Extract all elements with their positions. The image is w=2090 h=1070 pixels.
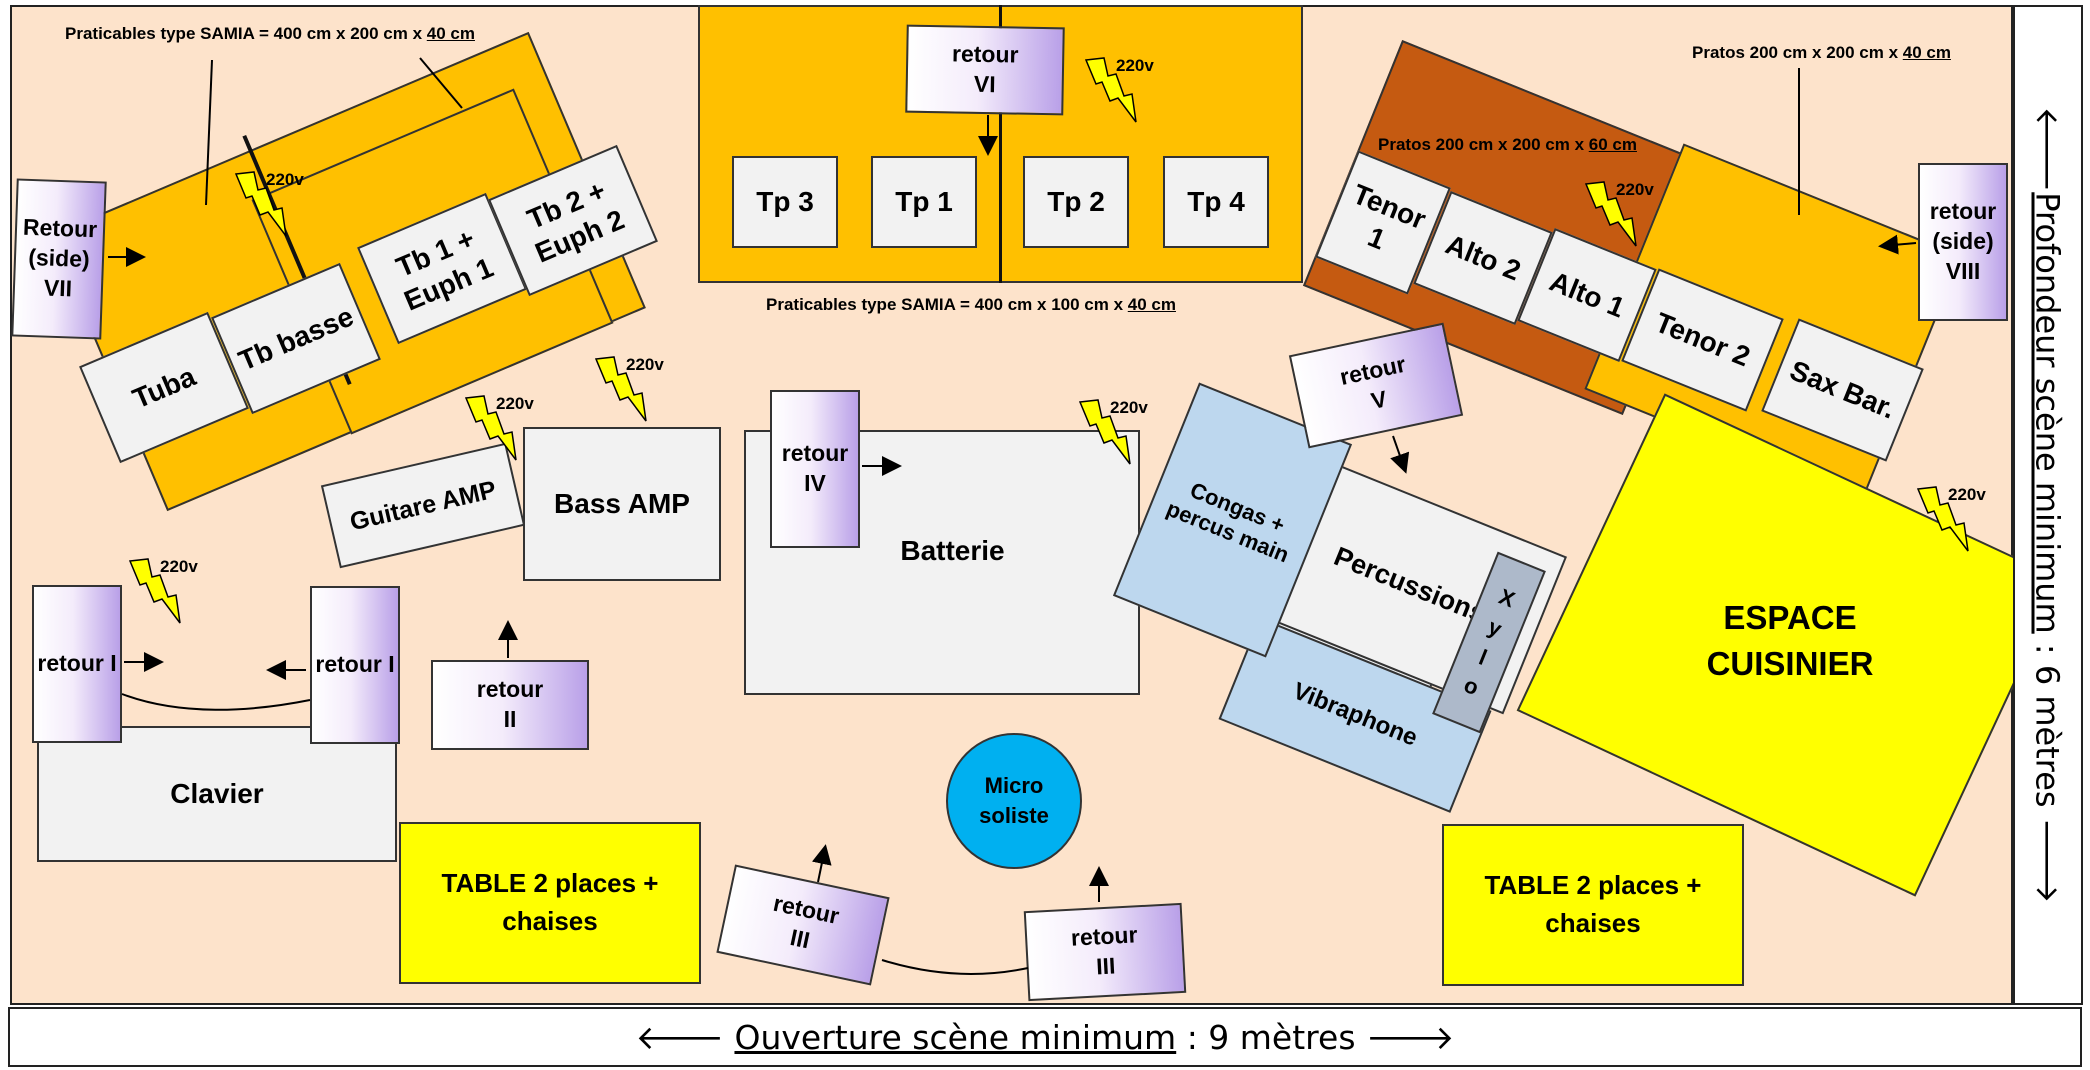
- leader-left-label-b: [419, 57, 463, 109]
- top-platform-label: Praticables type SAMIA = 400 cm x 100 cm…: [766, 295, 1176, 315]
- top-platform-label-height: 40 cm: [1127, 295, 1176, 314]
- power-1: 220v: [230, 170, 310, 240]
- espace-cuisinier-label: ESPACE CUISINIER: [1706, 599, 1874, 683]
- micro-soliste: Micro soliste: [946, 733, 1082, 869]
- lightning-icon: [1916, 486, 1969, 552]
- footer-left-arrow: 🡐: [635, 1018, 724, 1057]
- arrow-iii-left: [811, 844, 832, 883]
- side-right-arrow: 🡒: [2028, 817, 2067, 904]
- footer-label: Ouverture scène minimum: [734, 1017, 1177, 1057]
- batterie-label: Batterie: [900, 535, 1005, 566]
- lightning-icon: [1584, 181, 1637, 247]
- lightning-icon: [594, 356, 647, 422]
- instrument-tp1: Tp 1: [871, 156, 977, 248]
- monitor-viii: retour (side) VIII: [1918, 163, 2008, 321]
- power-7: 220v: [1912, 485, 1992, 555]
- power-5: 220v: [460, 394, 540, 464]
- bass-amp: Bass AMP: [523, 427, 721, 581]
- power-8-label: 220v: [160, 557, 198, 576]
- cable-i: [121, 693, 311, 711]
- lightning-icon: [464, 395, 517, 461]
- left-platform-label-text: Praticables type SAMIA = 400 cm x 200 cm…: [65, 24, 427, 43]
- power-6-label: 220v: [1110, 398, 1148, 417]
- side-label: Profondeur scène minimum: [2028, 192, 2067, 634]
- micro-soliste-label: Micro soliste: [979, 773, 1049, 828]
- table-right: TABLE 2 places + chaises: [1442, 824, 1744, 986]
- side-left-arrow: 🡐: [2028, 106, 2067, 193]
- arrow-viii: [1878, 234, 1917, 255]
- power-7-label: 220v: [1948, 485, 1986, 504]
- rust-platform-label: Pratos 200 cm x 200 cm x 60 cm: [1378, 135, 1637, 155]
- left-platform-label: Praticables type SAMIA = 400 cm x 200 cm…: [65, 24, 475, 44]
- power-2: 220v: [1080, 56, 1160, 126]
- footer-right-arrow: 🡒: [1366, 1018, 1455, 1057]
- monitor-i-left: retour I: [32, 585, 122, 743]
- instrument-tp2: Tp 2: [1023, 156, 1129, 248]
- power-5-label: 220v: [496, 394, 534, 413]
- monitor-i-right: retour I: [310, 586, 400, 744]
- side-value: : 6 mètres: [2028, 633, 2067, 818]
- power-2-label: 220v: [1116, 56, 1154, 75]
- power-4-label: 220v: [626, 355, 664, 374]
- lightning-icon: [234, 171, 287, 237]
- rust-platform-label-text: Pratos 200 cm x 200 cm x: [1378, 135, 1589, 154]
- power-1-label: 220v: [266, 170, 304, 189]
- table-left: TABLE 2 places + chaises: [399, 822, 701, 984]
- power-3-label: 220v: [1616, 180, 1654, 199]
- clavier: Clavier: [37, 726, 397, 862]
- right-platform-label: Pratos 200 cm x 200 cm x 40 cm: [1692, 43, 1951, 63]
- cable-iii: [881, 959, 1029, 975]
- lightning-icon: [128, 558, 181, 624]
- top-platform-divider: [999, 5, 1002, 283]
- leader-left-label-a: [205, 59, 213, 206]
- right-platform-label-height: 40 cm: [1902, 43, 1951, 62]
- monitor-ii: retour II: [431, 660, 589, 750]
- monitor-iv: retour IV: [770, 390, 860, 548]
- instrument-tp4: Tp 4: [1163, 156, 1269, 248]
- footer-value: : 9 mètres: [1176, 1017, 1367, 1057]
- rust-platform-label-height: 60 cm: [1588, 135, 1637, 154]
- left-platform-label-height: 40 cm: [426, 24, 475, 43]
- instrument-tp3: Tp 3: [732, 156, 838, 248]
- power-4: 220v: [590, 355, 670, 425]
- right-platform-label-text: Pratos 200 cm x 200 cm x: [1692, 43, 1903, 62]
- footer-width-label: 🡐 Ouverture scène minimum : 9 mètres 🡒: [8, 1007, 2082, 1067]
- power-8: 220v: [124, 557, 204, 627]
- top-platform-label-text: Praticables type SAMIA = 400 cm x 100 cm…: [766, 295, 1128, 314]
- lightning-icon: [1084, 57, 1137, 123]
- lightning-icon: [1078, 399, 1131, 465]
- arrow-v: [1390, 435, 1410, 474]
- power-3: 220v: [1580, 180, 1660, 250]
- power-6: 220v: [1074, 398, 1154, 468]
- side-depth-text: 🡐Profondeur scène minimum : 6 mètres 🡒: [2029, 106, 2068, 903]
- side-depth-label: 🡐Profondeur scène minimum : 6 mètres 🡒: [2013, 5, 2083, 1005]
